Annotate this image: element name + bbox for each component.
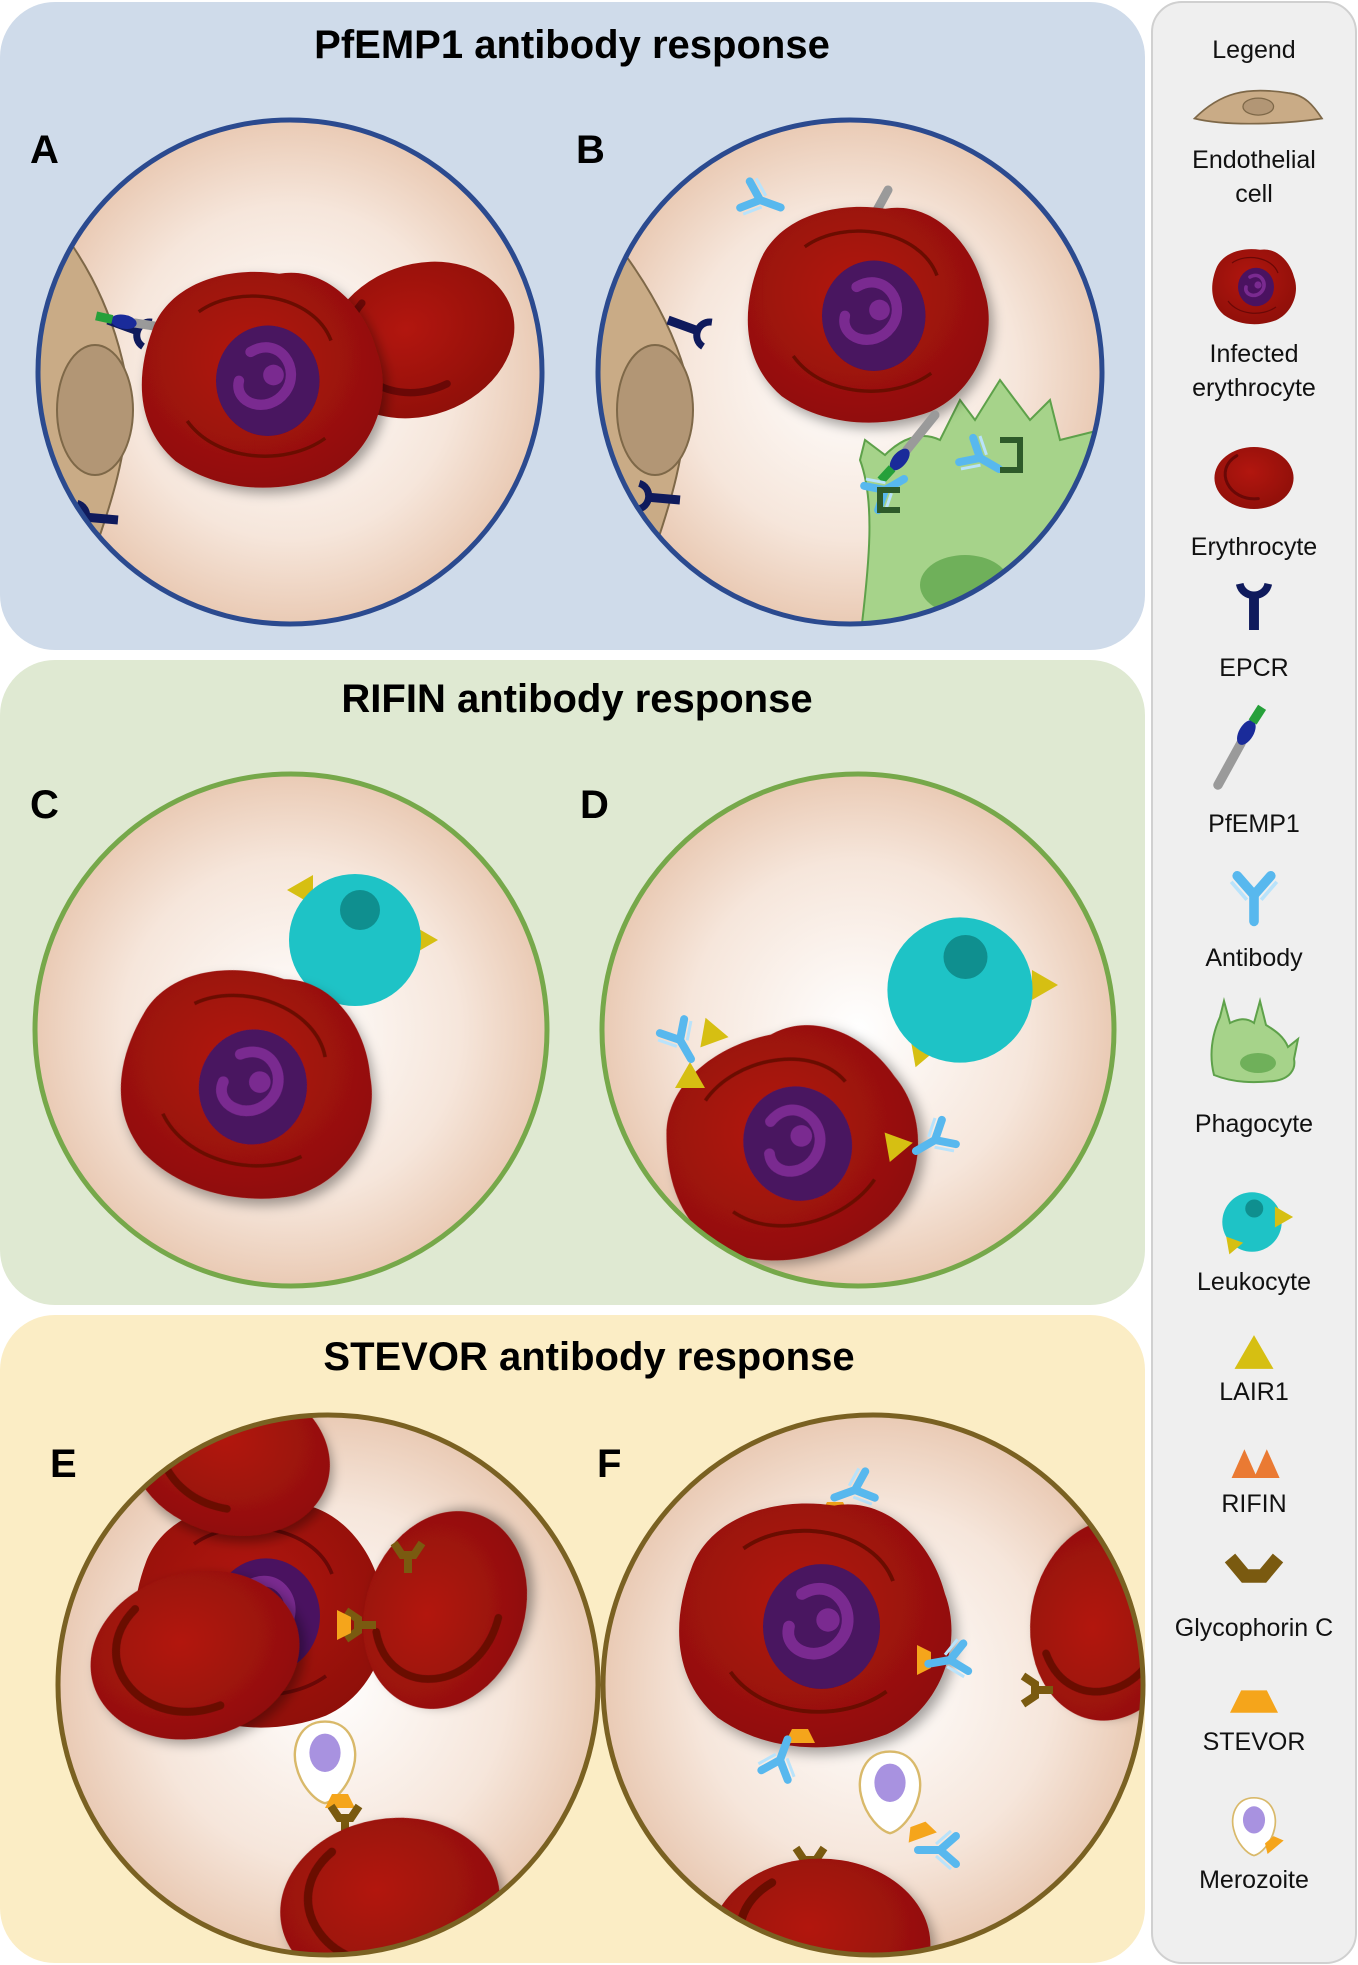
legend-box (1151, 1, 1357, 1964)
section-title-rifin: RIFIN antibody response (341, 677, 812, 721)
legend-label-infected-1: Infected (1210, 340, 1299, 368)
panel-label-d: D (580, 783, 609, 827)
legend-label-rifin: RIFIN (1221, 1490, 1286, 1518)
erythrocyte-icon (1212, 445, 1296, 511)
glycophorin-c-icon (1224, 1553, 1284, 1583)
panel-label-b: B (576, 128, 605, 172)
legend-label-antibody: Antibody (1205, 944, 1303, 972)
panel-label-f: F (597, 1442, 621, 1486)
legend-label-stevor: STEVOR (1203, 1728, 1306, 1756)
legend-label-endothelial-2: cell (1235, 180, 1273, 208)
legend-label-phagocyte: Phagocyte (1195, 1110, 1313, 1138)
panel-c (32, 771, 550, 1289)
panel-label-a: A (30, 128, 59, 172)
legend-label-erythrocyte: Erythrocyte (1191, 533, 1317, 561)
panel-label-e: E (50, 1442, 77, 1486)
legend-label-epcr: EPCR (1219, 654, 1288, 682)
panel-f (600, 1412, 1146, 1958)
panel-e (55, 1412, 601, 1958)
legend-label-leukocyte: Leukocyte (1197, 1268, 1311, 1296)
legend-label-glycophorin: Glycophorin C (1175, 1614, 1333, 1642)
panel-label-c: C (30, 783, 59, 827)
section-title-pfemp1: PfEMP1 antibody response (314, 23, 830, 67)
legend-label-endothelial-1: Endothelial (1192, 146, 1316, 174)
infected-erythrocyte-icon (1210, 247, 1298, 326)
legend-label-merozoite: Merozoite (1199, 1866, 1309, 1894)
legend-title: Legend (1212, 36, 1295, 64)
panel-d (599, 771, 1117, 1289)
legend-label-infected-2: erythrocyte (1192, 374, 1316, 402)
legend-label-lair1: LAIR1 (1219, 1378, 1288, 1406)
section-title-stevor: STEVOR antibody response (323, 1335, 854, 1379)
legend-label-pfemp1: PfEMP1 (1208, 810, 1300, 838)
